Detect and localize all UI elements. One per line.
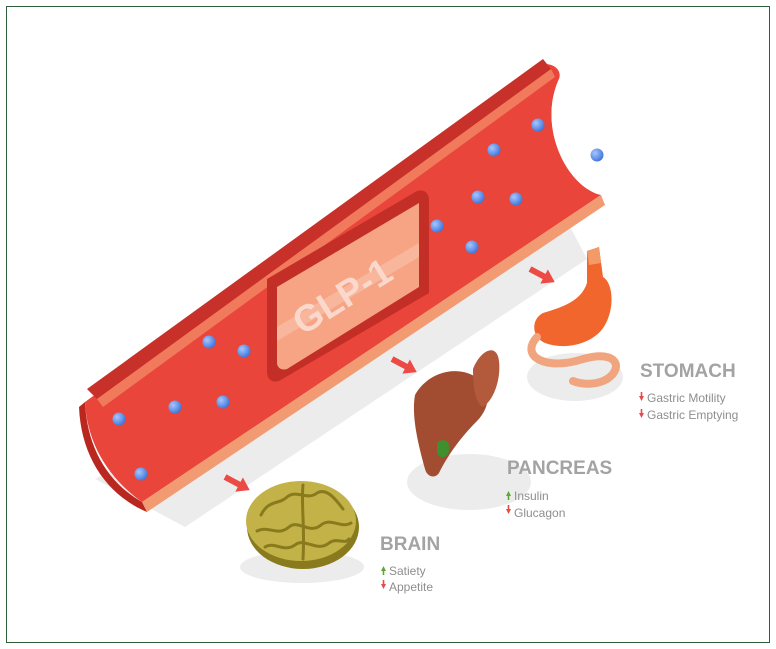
glp1-molecule <box>510 193 523 206</box>
figure-frame: GLP-1 <box>6 6 770 643</box>
pancreas-effect-glucagon: Glucagon <box>514 506 565 520</box>
brain-illustration <box>246 481 359 569</box>
glp1-molecule <box>466 241 479 254</box>
brain-effect-satiety: Satiety <box>389 564 426 578</box>
arrow-down-icon <box>506 505 511 514</box>
glp1-molecule <box>217 396 230 409</box>
glp1-molecule <box>135 468 148 481</box>
stomach-effect-gastric-motility: Gastric Motility <box>647 391 726 405</box>
arrow-down-icon <box>639 392 644 401</box>
glp1-molecule <box>431 220 444 233</box>
brain-label: BRAIN <box>380 534 440 555</box>
glp1-molecule <box>488 144 501 157</box>
glp1-molecule <box>203 336 216 349</box>
glp1-molecule <box>472 191 485 204</box>
pancreas-effect-insulin: Insulin <box>514 489 549 503</box>
stomach-label: STOMACH <box>640 361 736 382</box>
glp1-molecule <box>238 345 251 358</box>
pancreas-label: PANCREAS <box>507 458 612 479</box>
stomach-effect-gastric-emptying: Gastric Emptying <box>647 408 738 422</box>
glp1-molecule <box>113 413 126 426</box>
arrow-up-icon <box>381 566 386 575</box>
glp1-molecule <box>532 119 545 132</box>
glp1-molecule <box>591 149 604 162</box>
brain-effect-appetite: Appetite <box>389 580 433 594</box>
glp1-molecule <box>169 401 182 414</box>
arrow-down-icon <box>639 409 644 418</box>
glp1-diagram: GLP-1 <box>7 7 771 644</box>
arrow-down-icon <box>381 580 386 589</box>
